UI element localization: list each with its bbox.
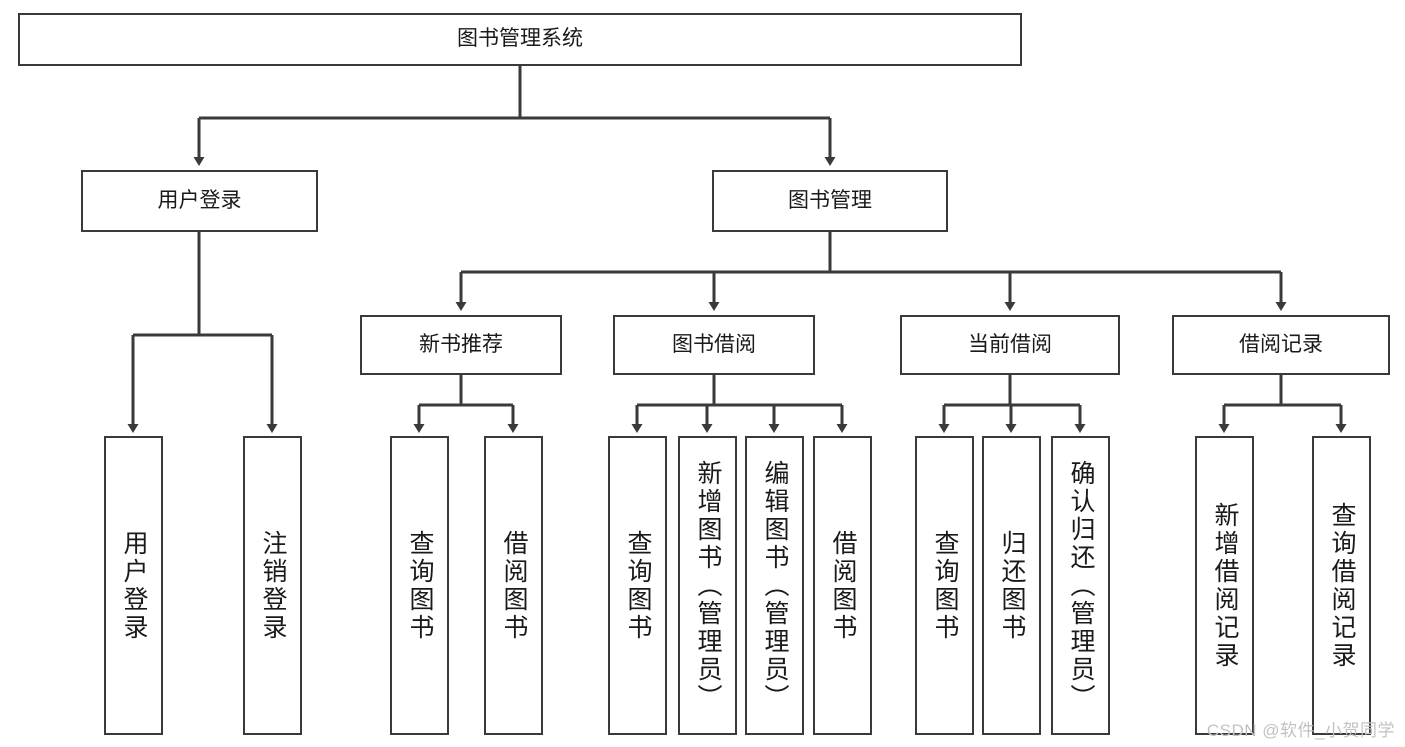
node-label: 确认归还（管理员） <box>1067 459 1095 712</box>
node-current-borrow[interactable]: 当前借阅 <box>900 315 1120 375</box>
node-leaf-borrow-book-1[interactable]: 借阅图书 <box>484 436 543 735</box>
watermark-text: CSDN @软件_小贺同学 <box>1206 721 1395 740</box>
node-leaf-user-login[interactable]: 用户登录 <box>104 436 163 735</box>
node-leaf-add-record[interactable]: 新增借阅记录 <box>1195 436 1254 735</box>
node-label: 查询图书 <box>931 529 959 642</box>
node-borrow-record[interactable]: 借阅记录 <box>1172 315 1390 375</box>
node-leaf-query-book-3[interactable]: 查询图书 <box>915 436 974 735</box>
node-label: 查询图书 <box>624 529 652 642</box>
node-root-system[interactable]: 图书管理系统 <box>18 13 1022 66</box>
node-new-book-recommend[interactable]: 新书推荐 <box>360 315 562 375</box>
node-leaf-confirm-return[interactable]: 确认归还（管理员） <box>1051 436 1110 735</box>
node-label: 图书管理系统 <box>457 27 583 51</box>
node-label: 图书管理 <box>788 188 872 212</box>
node-label: 编辑图书（管理员） <box>761 459 789 712</box>
node-label: 借阅图书 <box>829 529 857 642</box>
node-label: 当前借阅 <box>968 332 1052 356</box>
node-leaf-query-book-2[interactable]: 查询图书 <box>608 436 667 735</box>
node-leaf-query-record[interactable]: 查询借阅记录 <box>1312 436 1371 735</box>
node-label: 新书推荐 <box>419 332 503 356</box>
node-label: 新增图书（管理员） <box>694 459 722 712</box>
node-label: 借阅记录 <box>1239 332 1323 356</box>
node-label: 用户登录 <box>157 188 242 212</box>
node-leaf-logout-login[interactable]: 注销登录 <box>243 436 302 735</box>
node-leaf-query-book-1[interactable]: 查询图书 <box>390 436 449 735</box>
node-user-login[interactable]: 用户登录 <box>81 170 318 232</box>
node-leaf-borrow-book-2[interactable]: 借阅图书 <box>813 436 872 735</box>
node-leaf-return-book[interactable]: 归还图书 <box>982 436 1041 735</box>
node-book-borrow[interactable]: 图书借阅 <box>613 315 815 375</box>
node-label: 查询图书 <box>406 529 434 642</box>
node-leaf-add-book[interactable]: 新增图书（管理员） <box>678 436 737 735</box>
node-leaf-edit-book[interactable]: 编辑图书（管理员） <box>745 436 804 735</box>
node-label: 借阅图书 <box>500 529 528 642</box>
node-label: 图书借阅 <box>672 332 756 356</box>
node-label: 用户登录 <box>120 529 148 642</box>
node-label: 注销登录 <box>259 529 287 642</box>
node-label: 归还图书 <box>998 529 1026 642</box>
node-label: 新增借阅记录 <box>1211 501 1239 670</box>
node-label: 查询借阅记录 <box>1328 501 1356 670</box>
node-book-management[interactable]: 图书管理 <box>712 170 948 232</box>
